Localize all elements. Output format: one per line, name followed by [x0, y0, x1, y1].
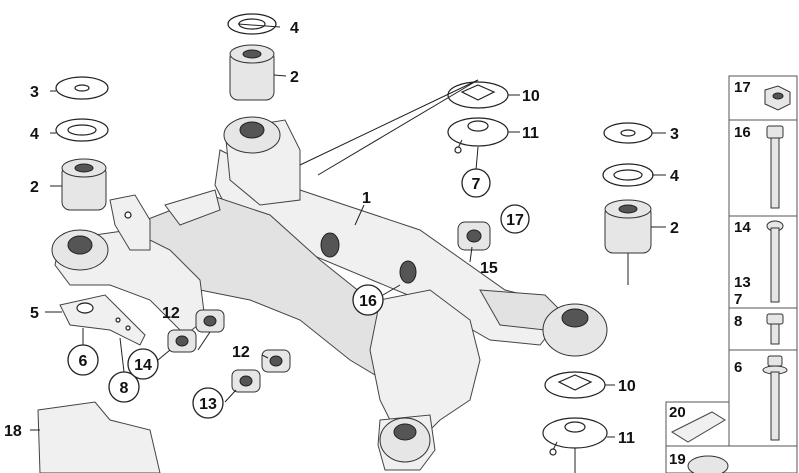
bushing-part-2-left	[61, 158, 107, 211]
panel-label-8: 8	[734, 313, 742, 330]
bushing-part-12-lower	[261, 349, 291, 373]
cap-icon	[687, 455, 729, 473]
callout-circle-8: 8	[108, 371, 140, 403]
bushing-part-2-right	[604, 199, 652, 254]
frame-bushing-top	[223, 116, 281, 154]
washer-part-3-left	[55, 76, 109, 100]
parts-panel: 17 16 14 13 7 8 6 20 19	[665, 75, 798, 473]
callout-2-left: 2	[30, 179, 39, 196]
callout-4-top: 4	[290, 20, 299, 37]
callout-18: 18	[4, 423, 22, 440]
callout-circle-14: 14	[127, 348, 159, 380]
bushing-part-12-upper	[195, 309, 225, 333]
callout-2-top: 2	[290, 69, 299, 86]
nut-icon	[764, 85, 791, 111]
callout-2-right: 2	[670, 220, 679, 237]
stop-plate-part-10-top	[447, 81, 509, 109]
panel-label-17: 17	[734, 79, 751, 96]
washer-part-4-right	[602, 163, 654, 187]
callout-1: 1	[362, 190, 371, 207]
callout-circle-16: 16	[352, 284, 384, 316]
panel-label-13: 13	[734, 274, 751, 291]
callout-12-upper: 12	[162, 305, 180, 322]
panel-label-16: 16	[734, 124, 751, 141]
bolt-icon	[766, 220, 784, 303]
bushing-part-2-top	[229, 44, 275, 101]
callout-4-left: 4	[30, 126, 39, 143]
stop-plate-part-10-bottom	[544, 371, 606, 399]
panel-label-20: 20	[669, 404, 686, 421]
callout-circle-7: 7	[461, 168, 491, 198]
plate-part-11-top	[447, 117, 509, 154]
bolt-short-icon	[766, 313, 784, 345]
svg-text:13: 13	[199, 396, 217, 413]
leader-lines	[30, 23, 666, 473]
callout-4-right: 4	[670, 168, 679, 185]
bolt-long-icon	[766, 125, 784, 209]
panel-label-19: 19	[669, 451, 686, 468]
svg-text:8: 8	[120, 380, 129, 397]
callout-12-lower: 12	[232, 344, 250, 361]
clip-icon	[670, 411, 726, 443]
callout-10-top: 10	[522, 88, 540, 105]
callout-10-bottom: 10	[618, 378, 636, 395]
svg-text:16: 16	[359, 293, 377, 310]
callout-3-left: 3	[30, 84, 39, 101]
svg-text:17: 17	[506, 212, 524, 229]
washer-part-4-left	[55, 118, 109, 142]
callout-5: 5	[30, 305, 39, 322]
panel-label-14: 14	[734, 219, 751, 236]
bolt-washer-icon	[762, 355, 788, 441]
callout-circle-17: 17	[500, 204, 530, 234]
bushing-part-14	[167, 329, 197, 353]
washer-part-3-right	[603, 122, 653, 144]
bracket-part-5	[59, 294, 146, 346]
frame-bushing-left	[51, 229, 109, 271]
svg-text:6: 6	[79, 353, 88, 370]
callout-15: 15	[480, 260, 498, 277]
panel-label-7: 7	[734, 291, 742, 308]
frame-bushing-right	[542, 303, 608, 357]
svg-text:14: 14	[134, 357, 152, 374]
washer-part-4-top	[227, 13, 277, 35]
bushing-part-13	[231, 369, 261, 393]
panel-label-6: 6	[734, 359, 742, 376]
bushing-part-17	[457, 221, 491, 251]
frame-bushing-bottom	[379, 417, 431, 463]
callout-3-right: 3	[670, 126, 679, 143]
callout-circle-6: 6	[67, 344, 99, 376]
callout-11-top: 11	[522, 125, 539, 142]
svg-text:7: 7	[472, 176, 481, 193]
callout-11-bottom: 11	[618, 430, 635, 447]
callout-circle-13: 13	[192, 387, 224, 419]
shield-part-18	[37, 401, 161, 473]
